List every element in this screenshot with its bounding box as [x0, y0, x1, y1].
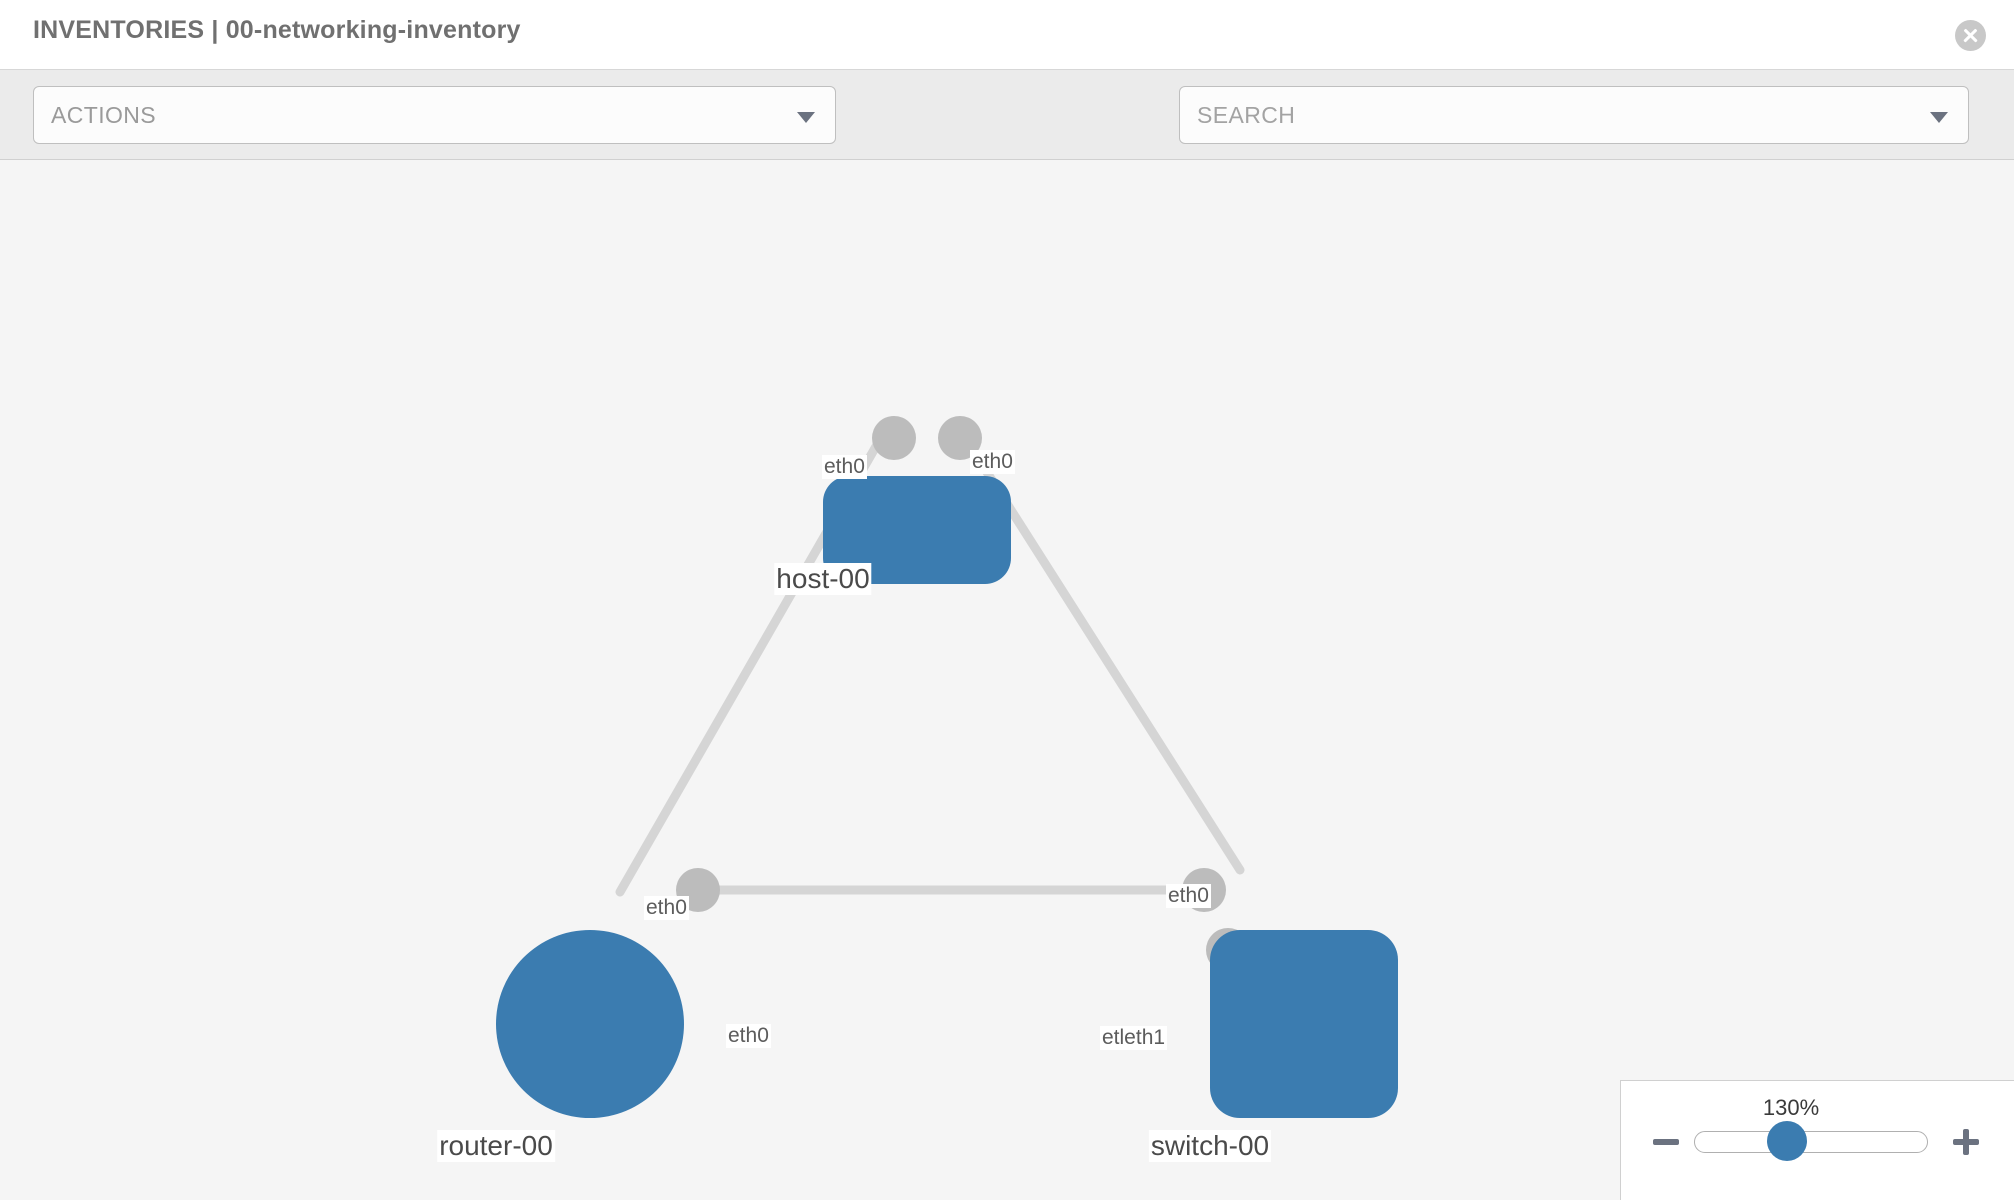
zoom-slider[interactable] [1694, 1131, 1928, 1153]
zoom-control-panel: 130% [1620, 1080, 2014, 1200]
zoom-slider-handle[interactable] [1767, 1121, 1807, 1161]
iface-label-router-right: eth0 [726, 1024, 771, 1048]
minus-icon-bar [1653, 1139, 1679, 1145]
search-placeholder: SEARCH [1197, 102, 1296, 128]
plus-icon[interactable] [1951, 1127, 1981, 1157]
page-header: INVENTORIES | 00-networking-inventory [0, 0, 2014, 70]
chevron-down-icon [1930, 112, 1948, 123]
iface-label-router-up: eth0 [644, 896, 689, 920]
topology-canvas[interactable]: host-00 eth0 eth0 router-00 eth0 eth0 [0, 160, 2014, 1200]
toolbar: ACTIONS SEARCH [0, 70, 2014, 197]
iface-label-switch-up: eth0 [1166, 884, 1211, 908]
node-host-00-label: host-00 [774, 563, 872, 595]
topology-links [615, 417, 1245, 897]
actions-dropdown[interactable]: ACTIONS [33, 86, 836, 144]
minus-icon[interactable] [1651, 1127, 1681, 1157]
page-title: INVENTORIES | 00-networking-inventory [33, 16, 521, 44]
plus-icon-bar-v [1963, 1129, 1969, 1155]
iface-label-host-right: eth0 [970, 450, 1015, 474]
chevron-down-icon [797, 112, 815, 123]
node-switch-00-label: switch-00 [1148, 1130, 1272, 1162]
close-icon[interactable] [1955, 20, 1986, 51]
zoom-level-value: 130% [1762, 1095, 1820, 1120]
search-input[interactable]: SEARCH [1179, 86, 1969, 144]
node-router-00-shape [496, 930, 684, 1118]
iface-label-host-left: eth0 [822, 455, 867, 479]
actions-dropdown-label: ACTIONS [51, 102, 157, 128]
node-router-00-label: router-00 [437, 1130, 555, 1162]
iface-label-switch-left: etleth1 [1100, 1026, 1168, 1050]
node-switch-00-shape [1210, 930, 1398, 1118]
port-host-left[interactable] [872, 416, 916, 460]
